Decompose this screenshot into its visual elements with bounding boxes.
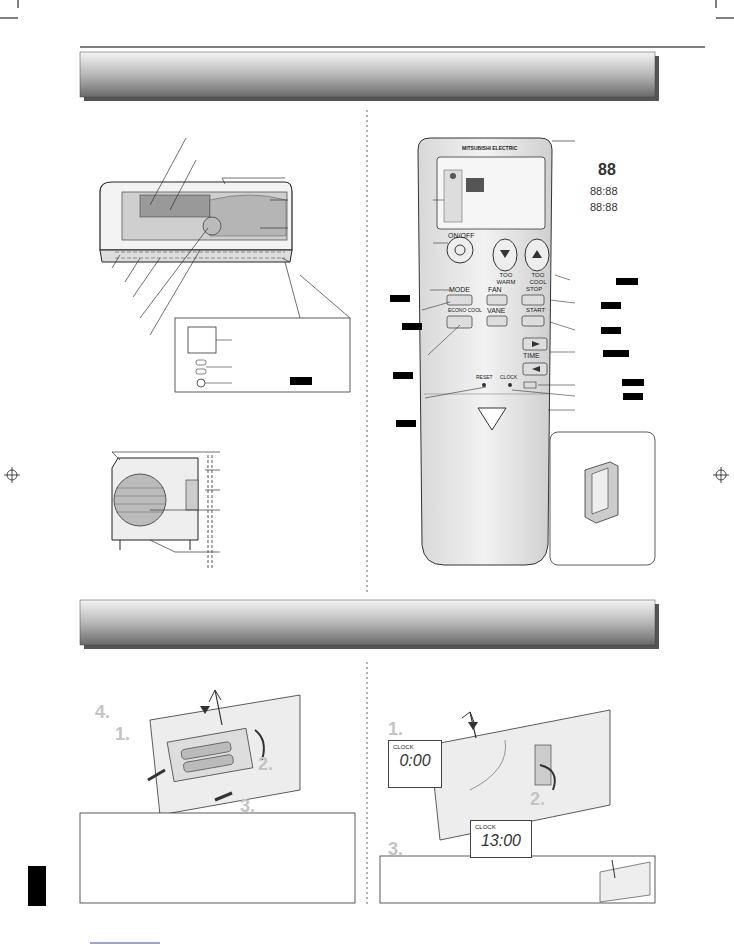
- display-caption: CLOCK: [475, 824, 527, 830]
- button-label: START: [526, 307, 545, 313]
- button-label: MITSUBISHI ELECTRIC: [462, 146, 517, 151]
- clock-display: CLOCK 13:00: [470, 820, 532, 858]
- display-time: 13:00: [475, 832, 527, 850]
- button-label: TIME: [523, 352, 540, 359]
- display-caption: CLOCK: [393, 744, 437, 750]
- button-label: 88:88: [590, 202, 618, 213]
- step-number: 2.: [258, 755, 273, 773]
- button-label: FAN: [488, 286, 502, 293]
- button-label: 88:88: [590, 186, 618, 197]
- button-label: TOO COOL: [526, 272, 550, 285]
- step-number: 3.: [240, 797, 255, 815]
- clock-display: CLOCK 0:00: [388, 740, 442, 788]
- step-number: 1.: [115, 725, 130, 743]
- button-label: STOP: [526, 286, 542, 292]
- step-number: 1.: [388, 720, 403, 738]
- button-label: ECONO COOL: [448, 308, 482, 313]
- button-label: CLOCK: [500, 375, 517, 380]
- button-label: 88: [598, 162, 616, 178]
- step-number: 2.: [530, 790, 545, 808]
- button-label: VANE: [487, 307, 506, 314]
- step-number: 3.: [388, 840, 403, 858]
- display-time: 0:00: [393, 752, 437, 770]
- button-label: TOO WARM: [494, 272, 518, 285]
- button-label: RESET: [476, 375, 493, 380]
- step-number: 4.: [95, 703, 110, 721]
- button-label: ON/OFF: [448, 232, 474, 239]
- button-label: MODE: [449, 286, 470, 293]
